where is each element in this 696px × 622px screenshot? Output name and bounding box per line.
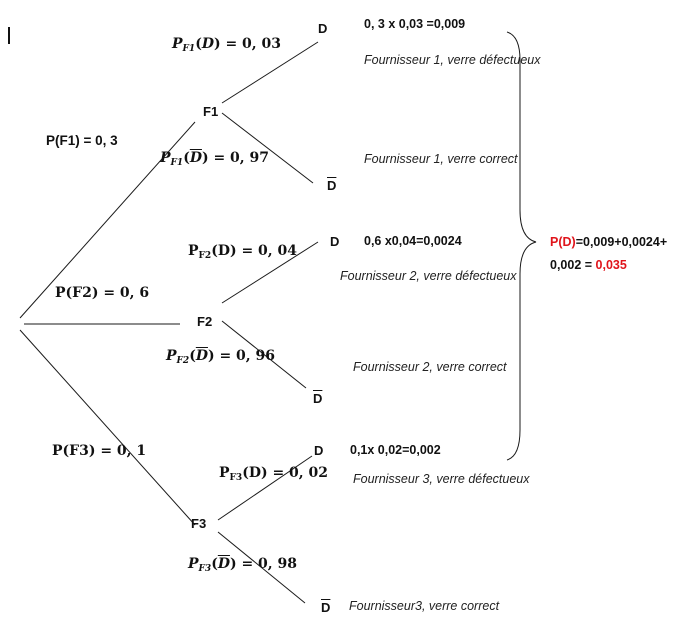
cond-prob-f1-dbar: PF1(D) = 0, 97 <box>160 150 270 168</box>
curly-brace <box>506 31 537 461</box>
text-cursor <box>8 27 10 44</box>
branch-root-f3 <box>19 329 196 526</box>
branch-f3-dbar <box>217 531 306 604</box>
prob-f3: P(F3) = 0, 1 <box>52 443 147 459</box>
desc-f3-correct: Fournisseur3, verre correct <box>349 599 500 613</box>
node-f3-dbar: D <box>321 600 331 615</box>
cond-prob-f2-dbar: PF2(D) = 0, 96 <box>166 348 276 366</box>
node-f3: F3 <box>191 516 207 531</box>
prob-f2: P(F2) = 0, 6 <box>55 285 150 301</box>
cond-prob-f1-d: PF1(D) = 0, 03 <box>172 36 282 54</box>
branch-f3-d <box>217 455 313 521</box>
node-f1: F1 <box>203 104 219 119</box>
desc-f1-defective: Fournisseur 1, verre défectueux <box>364 53 541 67</box>
calc-f2-d: 0,6 x0,04=0,0024 <box>364 234 462 248</box>
total-line-1: P(D)=0,009+0,0024+ <box>550 235 668 249</box>
desc-f3-defective: Fournisseur 3, verre défectueux <box>353 472 530 486</box>
branch-f1-dbar <box>221 112 314 184</box>
node-f2-dbar: D <box>313 391 323 406</box>
total-line-2: 0,002 = 0,035 <box>550 258 627 272</box>
total-p-label: P(D) <box>550 235 576 249</box>
branch-f1-d <box>221 41 319 104</box>
node-f2: F2 <box>197 314 213 329</box>
branch-f2-dbar <box>221 320 307 389</box>
desc-f2-correct: Fournisseur 2, verre correct <box>353 360 507 374</box>
cond-prob-f3-d: PF3(D) = 0, 02 <box>219 465 329 483</box>
desc-f1-correct: Fournisseur 1, verre correct <box>364 152 518 166</box>
total-result: 0,035 <box>595 258 627 272</box>
desc-f2-defective: Fournisseur 2, verre défectueux <box>340 269 517 283</box>
node-f2-d: D <box>330 234 340 249</box>
node-f1-dbar: D <box>327 178 337 193</box>
node-f3-d: D <box>314 443 324 458</box>
calc-f1-d: 0, 3 x 0,03 =0,009 <box>364 17 466 31</box>
calc-f3-d: 0,1x 0,02=0,002 <box>350 443 441 457</box>
node-f1-d: D <box>318 21 328 36</box>
cond-prob-f2-d: PF2(D) = 0, 04 <box>188 243 298 261</box>
branch-f2-d <box>221 241 319 304</box>
prob-f1: P(F1) = 0, 3 <box>46 133 118 148</box>
cond-prob-f3-dbar: PF3(D) = 0, 98 <box>188 556 298 574</box>
branch-root-f1 <box>19 121 196 319</box>
